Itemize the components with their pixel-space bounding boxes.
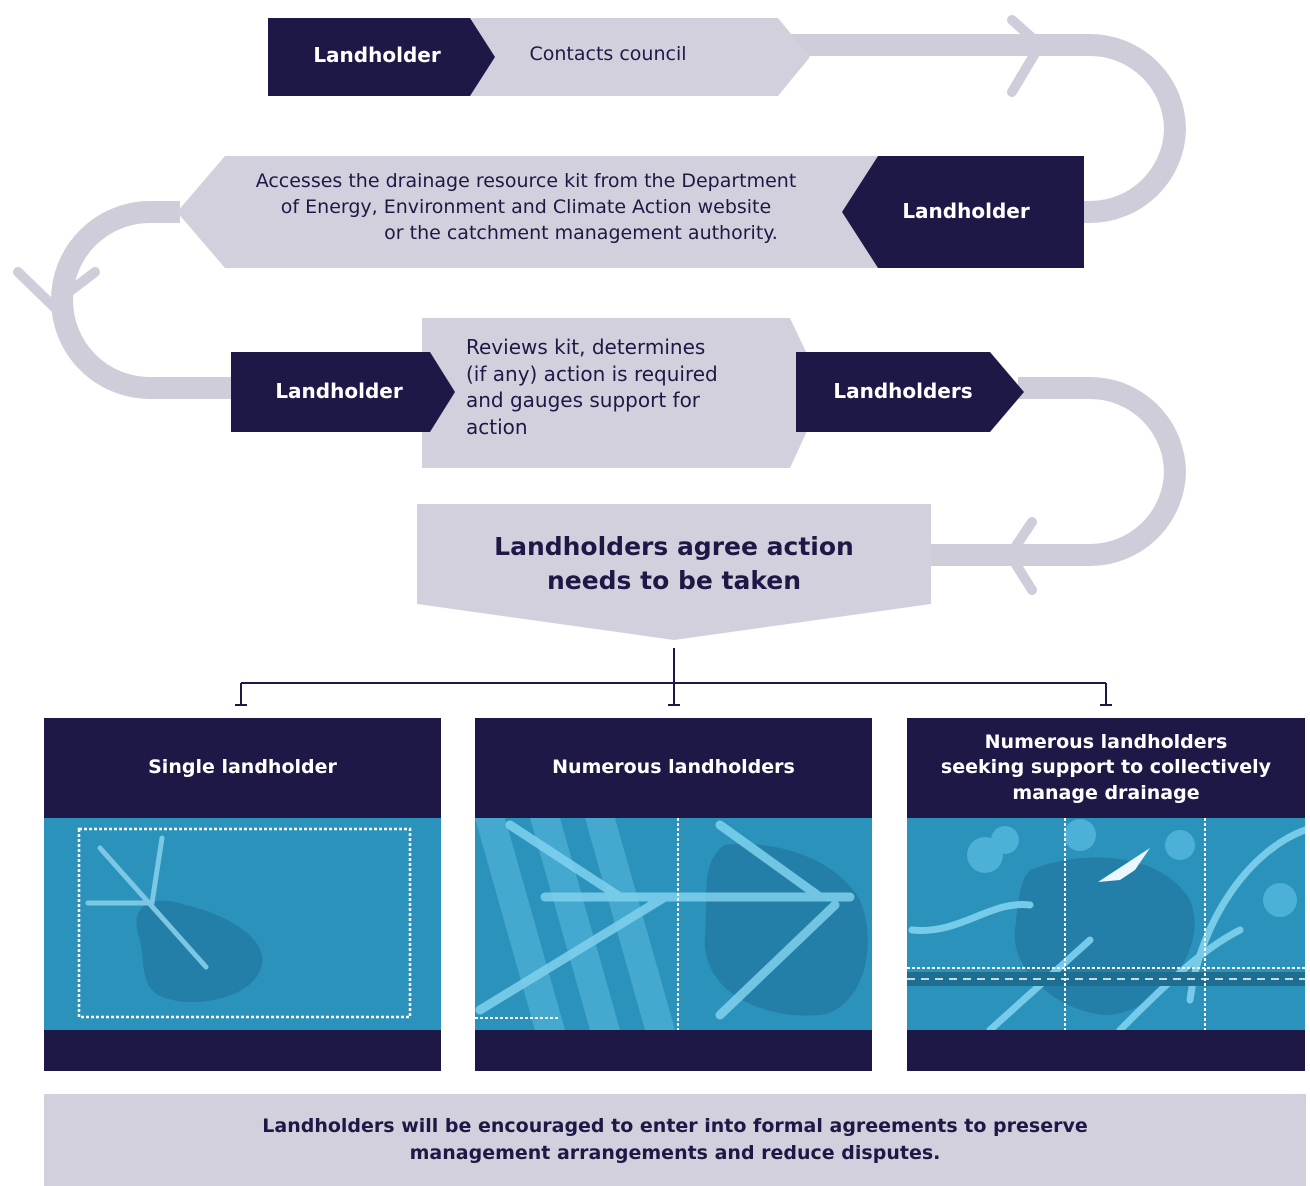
footer-box: [44, 1094, 1306, 1186]
path-chevrons: [13, 15, 1047, 595]
step-3-action-line: action: [466, 414, 528, 439]
step-1-actor-shape: [268, 18, 495, 96]
option-title-line: Numerous landholders: [984, 730, 1228, 753]
decision-text: Landholders agree action needs to be tak…: [430, 530, 918, 598]
option-title-line: seeking support to collectively: [940, 756, 1272, 779]
footer-text: Landholders will be encouraged to enter …: [44, 1094, 1306, 1186]
step-2-action-shape: [177, 156, 880, 268]
step-2-action: Accesses the drainage resource kit from …: [196, 169, 856, 246]
step-2-action-line: of Energy, Environment and Climate Actio…: [280, 195, 772, 218]
footer-line: Landholders will be encouraged to enter …: [262, 1115, 1088, 1138]
footer-line: management arrangements and reduce dispu…: [409, 1142, 941, 1164]
flow-path: [50, 34, 1187, 566]
option-title-line: Numerous landholders: [552, 756, 795, 779]
option-title-line: manage drainage: [1012, 781, 1200, 804]
option-title-single: Single landholder: [44, 718, 441, 818]
decision-line: Landholders agree action: [494, 532, 854, 561]
step-3-actor-left: Landholder: [275, 379, 403, 403]
step-1-action: Contacts council: [529, 43, 687, 65]
numerous-landholders-illustration: [475, 818, 872, 1030]
option-title-line: Single landholder: [148, 756, 337, 779]
step-3: [231, 318, 1024, 468]
collective-management-illustration: [907, 818, 1305, 1030]
step-2-action-line: or the catchment management authority.: [384, 221, 778, 244]
option-title-numerous: Numerous landholders: [475, 718, 872, 818]
step-3-action-line: Reviews kit, determines: [466, 335, 706, 359]
step-2: [177, 156, 1084, 268]
single-landholder-illustration: [44, 818, 441, 1030]
option-title-collective: Numerous landholders seeking support to …: [907, 718, 1305, 818]
step-1: [268, 18, 810, 96]
option-card-single: [44, 718, 441, 1071]
step-1-actor: Landholder: [313, 43, 441, 67]
step-3-action: Reviews kit, determines (if any) action …: [466, 334, 796, 440]
branch-connector: [235, 648, 1112, 706]
step-2-actor: Landholder: [902, 199, 1030, 223]
option-card-numerous: [475, 718, 872, 1071]
option-card-collective: [907, 718, 1305, 1071]
step-2-actor-shape: [842, 156, 1084, 268]
step-2-action-line: Accesses the drainage resource kit from …: [255, 170, 797, 192]
step-1-action-shape: [465, 18, 810, 96]
step-3-action-shape: [422, 318, 825, 468]
step-3-actor-left-shape: [231, 352, 455, 432]
step-3-action-line: (if any) action is required: [466, 361, 718, 386]
decision-line: needs to be taken: [546, 565, 802, 595]
decision-shape: [417, 504, 931, 640]
step-3-actor-right: Landholders: [833, 379, 973, 403]
step-3-action-line: and gauges support for: [466, 388, 701, 413]
step-3-actor-right-shape: [796, 352, 1024, 432]
